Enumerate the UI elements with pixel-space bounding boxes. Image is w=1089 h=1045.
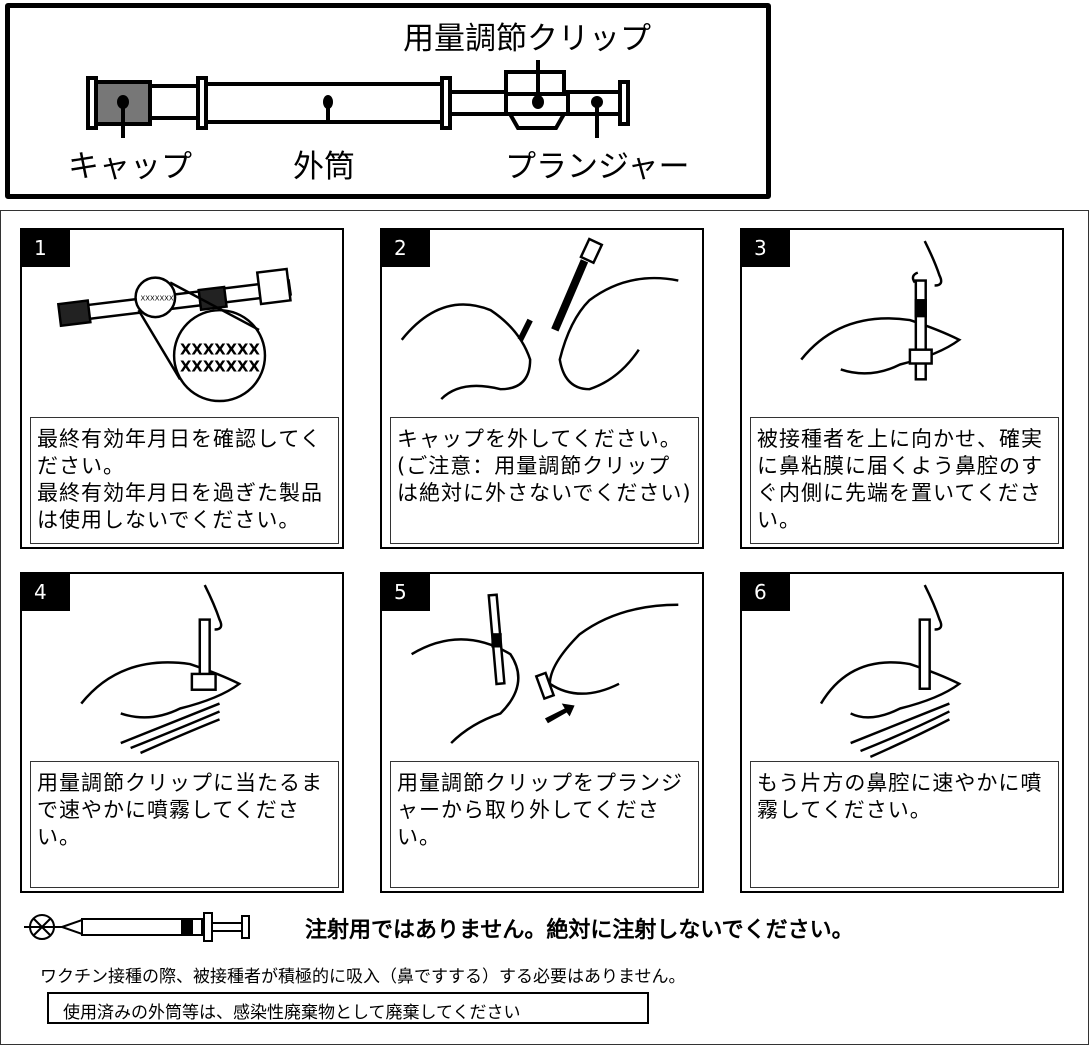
step-6: 6 もう片方の鼻腔に速やかに噴霧してください。 [740,572,1064,893]
step-text: もう片方の鼻腔に速やかに噴霧してください。 [750,761,1059,888]
step-4: 4 用量調節クリップに当たるまで速やかに噴霧してください。 [20,572,344,893]
step-number: 4 [22,574,70,611]
step-5: 5 用量調節クリップをプランジャーから取り外してください。 [380,572,704,893]
inhalation-note: ワクチン接種の際、被接種者が積極的に吸入（鼻ですする）する必要はありません。 [40,967,686,987]
check-expiry-illustration: XXXXXXX XXXXXXX XXXXXXX [56,267,293,403]
step-number: 5 [382,574,430,611]
label-cap: キャップ [68,149,192,185]
label-barrel: 外筒 [293,149,355,185]
step-text: 用量調節クリップをプランジャーから取り外してください。 [390,761,699,888]
step-3: 3 被接種者を上に向かせ、確実に鼻粘膜に届くよう鼻腔のすぐ内側に先端を置いてくだ… [740,228,1064,549]
svg-text:XXXXXXX: XXXXXXX [180,358,260,375]
step-text: キャップを外してください。(ご注意：用量調節クリップは絶対に外さないでください) [390,417,699,544]
step-number: 2 [382,230,430,267]
sprayer-diagram [86,60,630,138]
no-injection-warning: 注射用ではありません。絶対に注射しないでください。 [305,918,854,943]
lot-mark-small: XXXXXXX [141,294,174,302]
step-number: 3 [742,230,790,267]
step-number: 6 [742,574,790,611]
step-text: 被接種者を上に向かせ、確実に鼻粘膜に届くよう鼻腔のすぐ内側に先端を置いてください… [750,417,1059,544]
remove-cap-illustration [400,237,679,400]
remove-clip-illustration [410,593,679,744]
disposal-notice: 使用済みの外筒等は、感染性廃棄物として廃棄してください [47,992,649,1024]
step-text: 用量調節クリップに当たるまで速やかに噴霧してください。 [30,761,339,888]
no-injection-icon [24,912,250,942]
lot-mark-large: XXXXXXX [180,342,260,359]
spray-other-nostril-illustration [819,584,962,759]
step-number: 1 [22,230,70,267]
label-clip: 用量調節クリップ [403,21,651,57]
step-1: XXXXXXX XXXXXXX XXXXXXX 1 最終有効年月日を確認してくだ… [20,228,344,549]
position-nozzle-illustration [800,240,962,381]
label-plunger: プランジャー [505,149,690,185]
device-parts-diagram: 用量調節クリップ キャップ 外筒 プランジャー [5,3,771,199]
spray-illustration [80,584,242,755]
step-text: 最終有効年月日を確認してください。 最終有効年月日を過ぎた製品は使用しないでくだ… [30,417,339,544]
step-2: 2 キャップを外してください。(ご注意：用量調節クリップは絶対に外さないでくださ… [380,228,704,549]
